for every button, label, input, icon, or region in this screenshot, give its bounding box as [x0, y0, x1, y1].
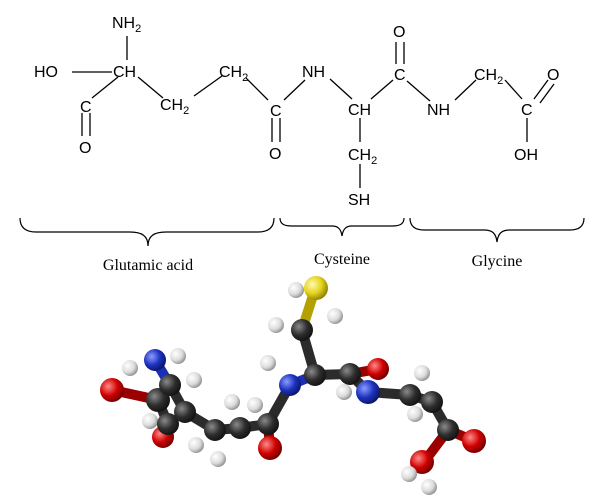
region-label-glutamic-acid: Glutamic acid	[103, 257, 193, 274]
carbon-atom	[304, 364, 326, 386]
hydrogen-atom	[401, 466, 417, 482]
model-atoms	[100, 276, 486, 495]
oxygen-atom	[100, 378, 124, 402]
ch2-lower-label: CH2	[160, 97, 189, 117]
hydrogen-atom	[210, 451, 226, 467]
amide-o-cysteine-label: O	[393, 24, 405, 41]
ch2-cysteine-label: CH2	[348, 147, 377, 167]
region-label-cysteine: Cysteine	[314, 251, 370, 268]
hydrogen-atom	[268, 317, 284, 333]
carboxyl-o-glutamate-label: O	[79, 140, 91, 157]
nitrogen-atom	[144, 349, 166, 371]
peptide-nh-2-label: NH	[427, 102, 450, 119]
oxygen-atom	[410, 450, 434, 474]
carboxyl-c-glutamate-label: C	[80, 99, 92, 116]
region-label-glycine: Glycine	[472, 253, 523, 270]
brace-cysteine	[279, 217, 405, 237]
hydrogen-atom	[414, 365, 430, 381]
brace-glutamic-acid	[19, 217, 275, 247]
amide-c-cysteine-label: C	[394, 67, 406, 84]
carbon-atom	[399, 384, 421, 406]
alpha-ch-cysteine-label: CH	[348, 102, 371, 119]
hydrogen-atom	[407, 406, 423, 422]
oxygen-atom	[462, 429, 486, 453]
ball-and-stick-model	[100, 276, 486, 495]
residue-braces	[19, 217, 585, 247]
ch2-glycine-label: CH2	[474, 67, 503, 87]
amide-c-glutamate-label: C	[270, 103, 282, 120]
hydrogen-atom	[188, 437, 204, 453]
hydrogen-atom	[327, 308, 343, 324]
carbon-atom	[257, 413, 279, 435]
nitrogen-atom	[356, 380, 380, 404]
carbon-atom	[157, 413, 179, 435]
nitrogen-atom	[279, 374, 301, 396]
hydrogen-atom	[224, 394, 240, 410]
ch2-upper-label: CH2	[219, 64, 248, 84]
structural-formula: NH2 HO CH C O CH2 CH2 C O NH CH CH2 SH C…	[34, 15, 559, 209]
nh2-amino-label: NH2	[112, 15, 141, 35]
carbon-atom	[204, 419, 226, 441]
carbon-atom	[174, 401, 196, 423]
carboxyl-o-glycine-label: O	[547, 67, 559, 84]
alpha-ch-glutamate-label: CH	[113, 64, 136, 81]
sulfur-atom	[304, 276, 328, 300]
hydrogen-atom	[122, 360, 138, 376]
carboxyl-c-glycine-label: C	[521, 102, 533, 119]
hydrogen-atom	[260, 355, 276, 371]
hydrogen-atom	[186, 372, 202, 388]
oxygen-atom	[258, 436, 282, 460]
carbon-atom	[437, 419, 459, 441]
hydrogen-atom	[288, 282, 304, 298]
amide-o-glutamate-label: O	[269, 146, 281, 163]
hydrogen-atom	[247, 397, 263, 413]
carbon-atom	[229, 417, 251, 439]
carbon-atom	[159, 374, 181, 396]
hydrogen-atom	[421, 479, 437, 495]
hydroxyl-glycine-label: OH	[514, 147, 538, 164]
hydroxyl-left-label: HO	[34, 64, 58, 81]
brace-glycine	[409, 217, 585, 243]
carbon-atom	[291, 319, 313, 341]
hydrogen-atom	[142, 413, 158, 429]
hydrogen-atom	[170, 348, 186, 364]
formula-bonds	[72, 36, 555, 188]
carbon-atom	[421, 391, 443, 413]
oxygen-atom	[367, 358, 389, 380]
thiol-sh-label: SH	[348, 192, 370, 209]
carbon-atom	[339, 363, 361, 385]
formula-labels: NH2 HO CH C O CH2 CH2 C O NH CH CH2 SH C…	[34, 15, 559, 209]
hydrogen-atom	[336, 384, 352, 400]
peptide-nh-1-label: NH	[302, 64, 325, 81]
